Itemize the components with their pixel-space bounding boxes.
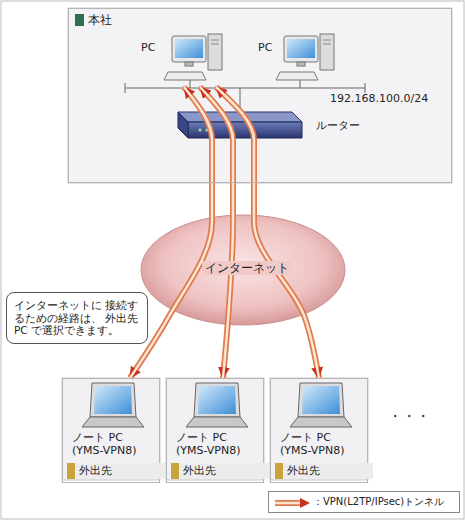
lan-line — [125, 87, 365, 88]
pc-icon — [276, 34, 334, 80]
vpn-tunnel — [216, 87, 319, 378]
legend-sample — [273, 497, 311, 509]
tunnel-outer — [200, 87, 233, 378]
office-title: 本社 — [75, 14, 112, 26]
lan-stub — [300, 80, 301, 88]
office-ground — [68, 8, 452, 183]
internet-node: インターネット — [141, 215, 345, 325]
legend-text: ：VPN(L2TP/IPsec)トンネル — [313, 496, 444, 508]
notebook-name: ノート PC (YMS-VPN8) — [280, 431, 360, 457]
ellipsis: ・・・ — [388, 408, 430, 425]
network-address: 192.168.100.0/24 — [330, 92, 428, 105]
notebook-name: ノート PC (YMS-VPN8) — [72, 431, 152, 457]
router-front — [188, 122, 302, 138]
lan-stub — [190, 80, 191, 88]
notebook-box: ノート PC (YMS-VPN8)外出先 — [62, 378, 160, 483]
laptop-icon — [290, 383, 352, 427]
tunnel-inner — [216, 87, 319, 378]
pc-node: PC — [136, 33, 231, 87]
legend-box: ：VPN(L2TP/IPsec)トンネル — [268, 491, 460, 513]
notebook-name: ノート PC (YMS-VPN8) — [176, 431, 256, 457]
internet-label: インターネット — [145, 261, 349, 275]
callout-text: インターネットに 接続するための経路は、 外出先 PC で選択できます。 — [14, 299, 142, 337]
location-tag: 外出先 — [171, 463, 269, 479]
laptop-icon — [82, 383, 144, 427]
location-tag: 外出先 — [67, 463, 165, 479]
patch-text: インターネット — [202, 261, 292, 275]
router-side — [178, 112, 188, 138]
pc-label: PC — [258, 41, 272, 54]
notebook-box: ノート PC (YMS-VPN8)外出先 — [270, 378, 368, 483]
router-node: ルーター — [166, 105, 376, 147]
tunnel-inner — [200, 87, 233, 378]
location-tag: 外出先 — [275, 463, 373, 479]
tunnel-outer — [216, 87, 319, 378]
lan-end — [365, 83, 366, 93]
notebook-box: ノート PC (YMS-VPN8)外出先 — [166, 378, 264, 483]
laptop-icon — [186, 383, 248, 427]
callout-box: インターネットに 接続するための経路は、 外出先 PC で選択できます。 — [6, 292, 148, 344]
pc-node: PC — [253, 33, 348, 87]
pc-label: PC — [141, 41, 155, 54]
lan-end — [125, 83, 126, 93]
router-label: ルーター — [316, 119, 360, 132]
vpn-tunnel — [200, 87, 233, 378]
pc-icon — [164, 34, 222, 80]
